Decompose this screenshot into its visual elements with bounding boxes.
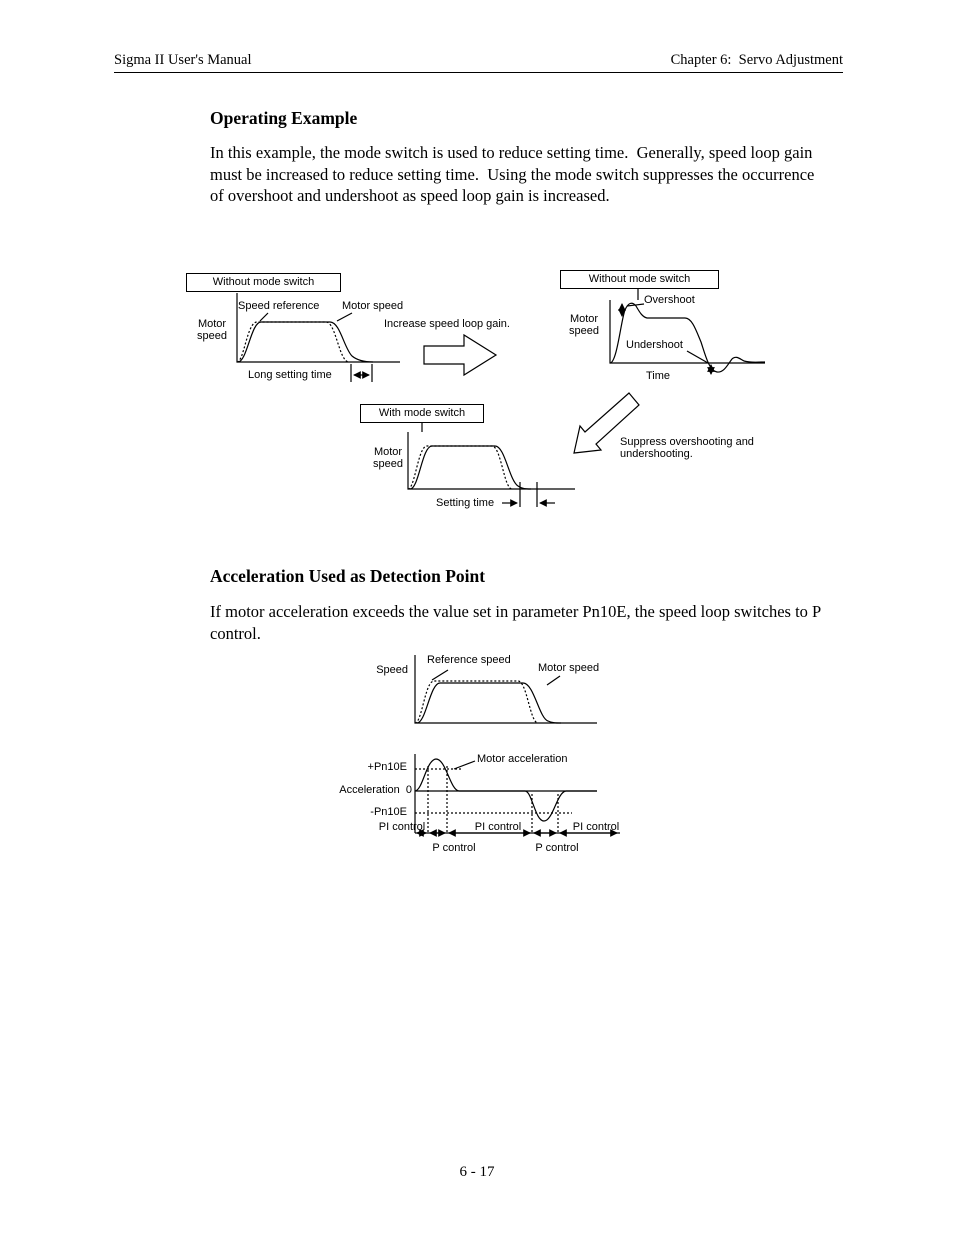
- right-graph: [609, 289, 766, 375]
- motor-speed-label: Motor speed: [538, 662, 600, 674]
- section2-body: If motor acceleration exceeds the value …: [210, 602, 825, 643]
- bottom-graph: [407, 423, 575, 507]
- pi-control-mid-label: PI control: [474, 821, 522, 833]
- suppress-label: Suppress overshooting and undershooting.: [620, 436, 754, 460]
- acceleration-graph: [414, 754, 620, 837]
- motor-speed-leader-line2: [546, 675, 561, 686]
- page-header: Sigma II User's Manual Chapter 6: Servo …: [114, 52, 843, 69]
- acceleration-diagram-artwork: [414, 655, 620, 837]
- setting-time-label: Setting time: [436, 497, 495, 509]
- motor-acceleration-curve: [414, 758, 597, 822]
- motor-speed-leader-line: [336, 312, 353, 322]
- motor-acceleration-leader-line: [453, 760, 476, 770]
- minus-pn10e-label: -Pn10E: [370, 806, 407, 818]
- overshoot-leader-line: [626, 303, 645, 307]
- motor-speed-axis-label-left: Motor speed: [197, 318, 227, 342]
- undershoot-leader-line: [686, 350, 709, 364]
- acceleration-zero-label: Acceleration 0: [339, 784, 412, 796]
- motor-speed-curve-label: Motor speed: [342, 300, 404, 312]
- increase-gain-label: Increase speed loop gain.: [384, 318, 510, 330]
- p-control-left-label: P control: [432, 842, 476, 854]
- section1-body: In this example, the mode switch is used…: [210, 143, 819, 205]
- with-mode-switch-box: With mode switch: [360, 404, 484, 423]
- bottom-graph-axes: [407, 432, 575, 490]
- section2-title: Acceleration Used as Detection Point: [210, 566, 486, 586]
- mode-switch-diagram-artwork: [236, 289, 766, 507]
- acceleration-detection-diagram: Speed Reference speed Motor speed +Pn10E…: [320, 650, 640, 865]
- speed-reference-leader-line: [259, 312, 269, 322]
- motor-speed-axis-label-right: Motor speed: [569, 313, 599, 337]
- reference-speed-label: Reference speed: [427, 654, 511, 666]
- increase-gain-arrow: [423, 333, 498, 377]
- motor-speed-curve2: [416, 682, 562, 724]
- footer-page-number: 6 - 17: [459, 1164, 495, 1180]
- long-setting-time-label: Long setting time: [248, 369, 332, 381]
- motor-speed-curve: [237, 321, 374, 363]
- bottom-motor-speed-curve: [409, 445, 532, 490]
- left-graph: [236, 293, 400, 382]
- header-rule: [114, 72, 843, 73]
- without-mode-switch-box-right: Without mode switch: [560, 270, 719, 289]
- without-mode-switch-box-left: Without mode switch: [186, 273, 341, 292]
- overshoot-label: Overshoot: [644, 294, 695, 306]
- right-graph-axes: [609, 300, 765, 364]
- header-right-chapter: Chapter 6: Servo Adjustment: [670, 52, 843, 68]
- undershoot-label: Undershoot: [626, 339, 683, 351]
- time-axis-label: Time: [646, 370, 671, 382]
- bottom-reference-curve: [407, 445, 513, 490]
- header-left-title: Sigma II User's Manual: [114, 52, 252, 68]
- motor-speed-axis-label-bottom: Motor speed: [373, 446, 403, 470]
- pi-control-right-label: PI control: [572, 821, 620, 833]
- mode-switch-diagram: Without mode switch Speed reference Moto…: [180, 260, 790, 530]
- speed-axis-label: Speed: [376, 664, 408, 676]
- section1-title: Operating Example: [210, 108, 358, 128]
- p-control-right-label: P control: [535, 842, 579, 854]
- reference-speed-curve: [414, 680, 539, 724]
- suppress-arrow: [573, 392, 640, 454]
- speed-reference-label: Speed reference: [238, 300, 320, 312]
- speed-graph: [414, 655, 597, 724]
- motor-speed-overshoot-curve: [609, 302, 766, 373]
- speed-reference-curve: [236, 321, 350, 363]
- pi-control-left-label: PI control: [378, 821, 426, 833]
- motor-acceleration-label: Motor acceleration: [477, 753, 568, 765]
- plus-pn10e-label: +Pn10E: [367, 761, 407, 773]
- reference-speed-leader-line: [431, 669, 449, 681]
